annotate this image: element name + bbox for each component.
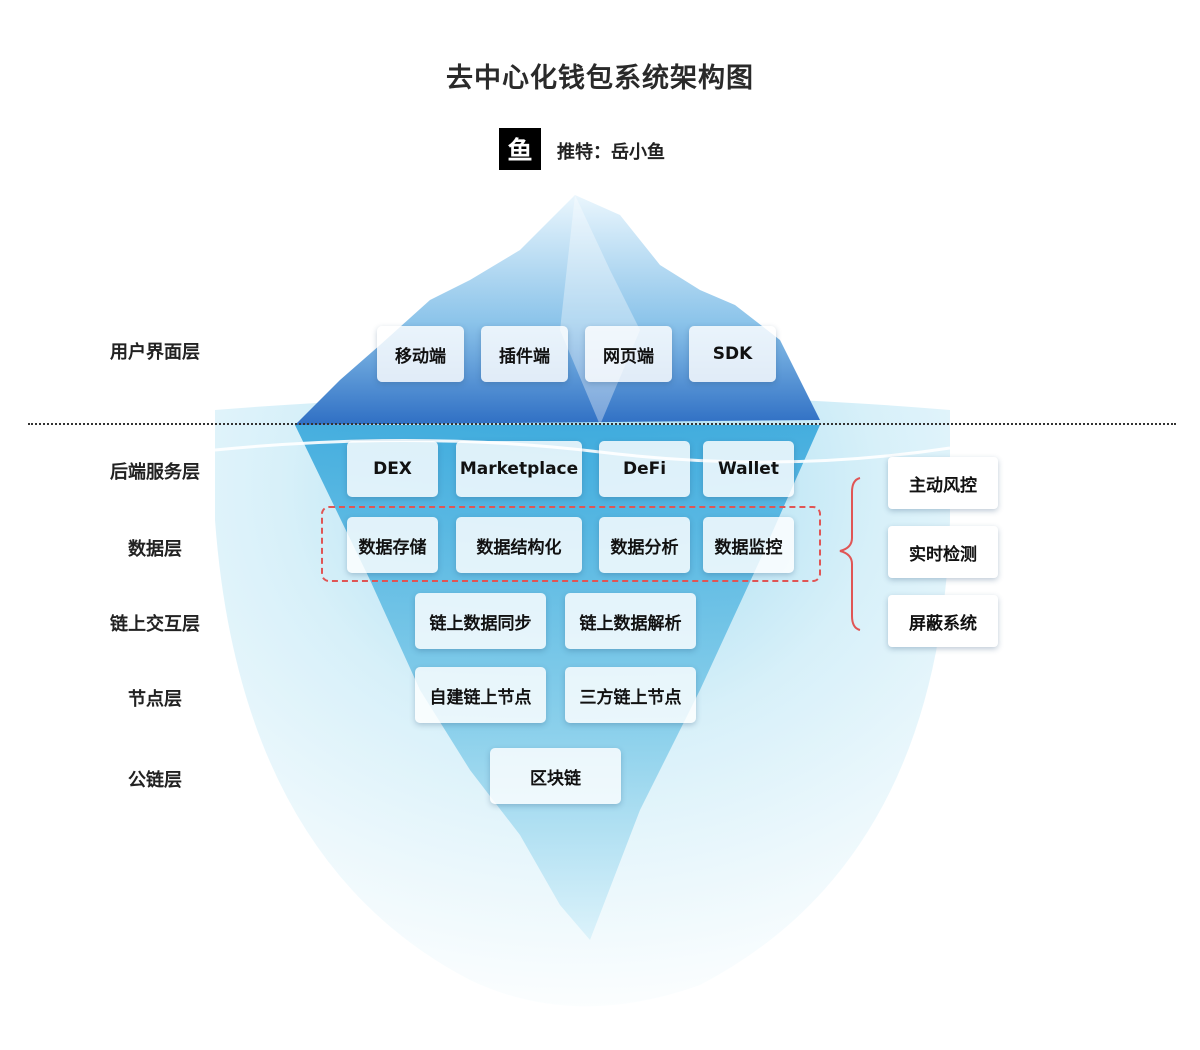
box-data-storage: 数据存储 [347,517,438,573]
box-wallet: Wallet [703,441,794,497]
water-line-divider [28,423,1176,425]
side-risk-control: 主动风控 [888,457,998,509]
side-bracket [839,477,861,631]
box-mobile: 移动端 [377,326,464,382]
page-title: 去中心化钱包系统架构图 [446,63,754,94]
box-data-monitoring: 数据监控 [703,517,794,573]
box-dex: DEX [347,441,438,497]
box-marketplace: Marketplace [456,441,582,497]
layer-label-node: 节点层 [128,689,182,710]
box-plugin: 插件端 [481,326,568,382]
box-sdk: SDK [689,326,776,382]
layer-label-public-chain: 公链层 [128,770,182,791]
box-self-hosted-node: 自建链上节点 [415,667,546,723]
box-defi: DeFi [599,441,690,497]
box-data-structuring: 数据结构化 [456,517,582,573]
box-chain-parse: 链上数据解析 [565,593,696,649]
author-handle: 推特：岳小鱼 [557,142,665,163]
side-realtime-detection: 实时检测 [888,526,998,578]
layer-label-backend: 后端服务层 [110,462,200,483]
side-block-system: 屏蔽系统 [888,595,998,647]
author-logo: 鱼 [499,128,541,170]
layer-label-chain-interaction: 链上交互层 [110,614,200,635]
box-third-party-node: 三方链上节点 [565,667,696,723]
box-chain-sync: 链上数据同步 [415,593,546,649]
box-blockchain: 区块链 [490,748,621,804]
iceberg-peak [295,195,820,425]
layer-label-data: 数据层 [128,539,182,560]
box-data-analysis: 数据分析 [599,517,690,573]
box-web: 网页端 [585,326,672,382]
layer-label-ui: 用户界面层 [110,342,200,363]
data-layer-highlight-frame [321,506,821,582]
